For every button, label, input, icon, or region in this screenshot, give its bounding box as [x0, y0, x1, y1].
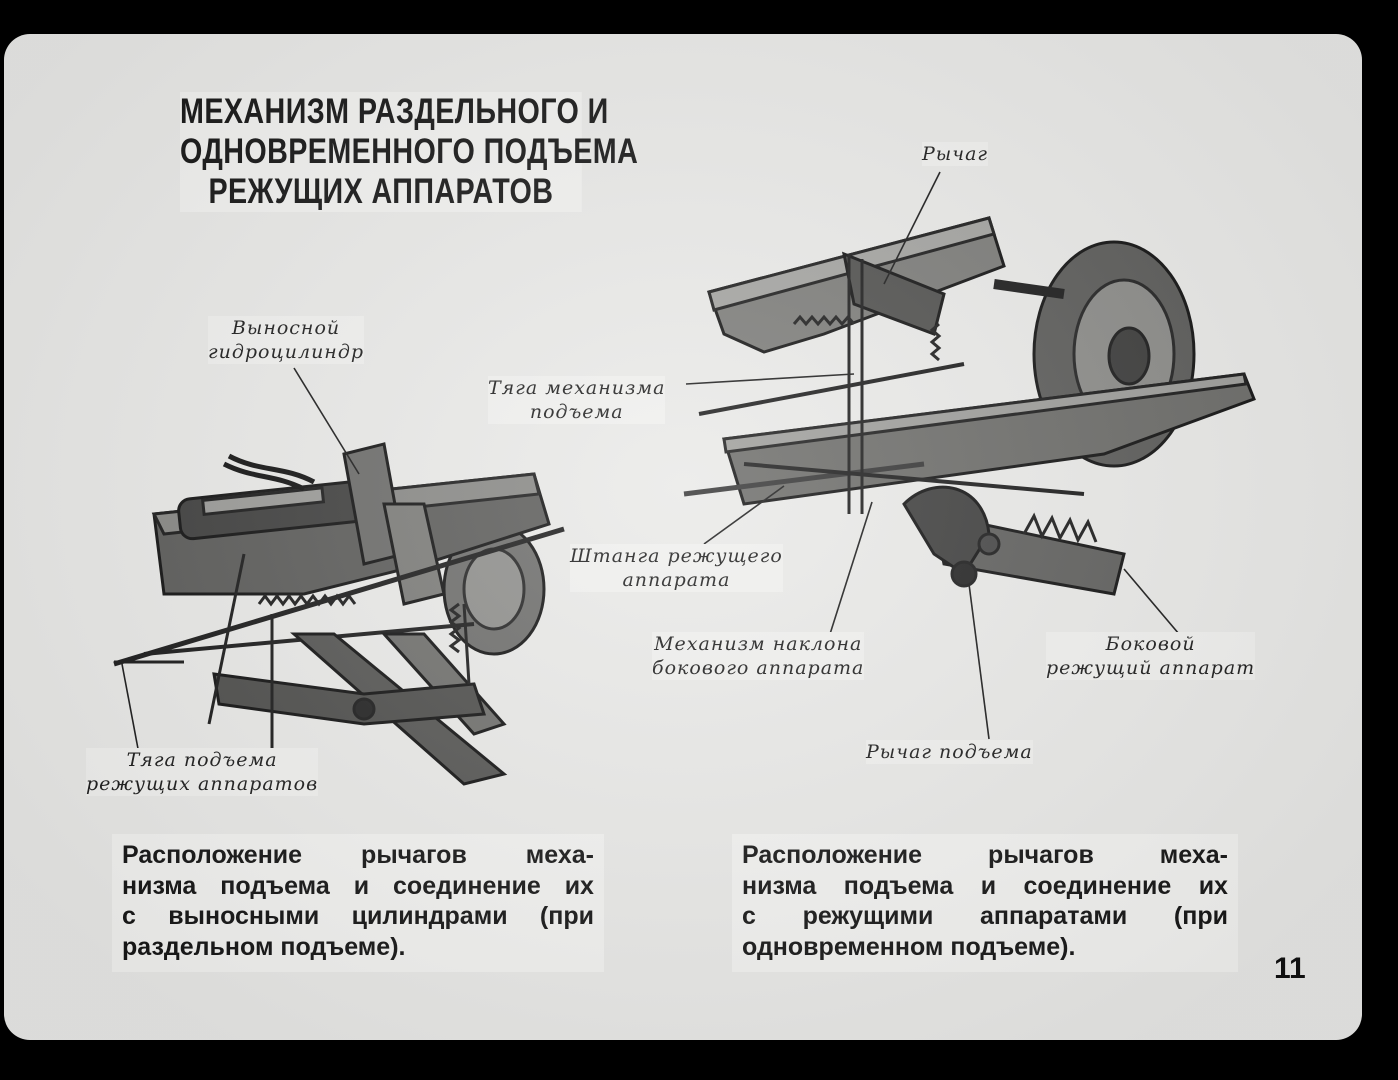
label-lift-lever: Рычаг подъема: [866, 740, 1033, 764]
label-tilt-mechanism: Механизм наклона бокового аппарата: [652, 632, 865, 680]
title-line-2: ОДНОВРЕМЕННОГО ПОДЪЕМА: [180, 132, 639, 171]
label-side-cutter-line-2: режущий аппарат: [1046, 657, 1256, 679]
label-cutter-bar-rod-line-1: Штанга режущего: [570, 545, 783, 567]
caption-word: аппаратами: [980, 902, 1128, 930]
label-lift-rod-line-2: режущих аппаратов: [86, 773, 319, 795]
caption-word: одновременном подъеме).: [742, 932, 1076, 961]
caption-word: меха-: [1159, 841, 1228, 869]
caption-word: (при: [1173, 902, 1228, 930]
caption-word: Расположение: [742, 841, 923, 869]
label-side-cutter: Боковой режущий аппарат: [1046, 632, 1256, 680]
caption-word: их: [564, 871, 594, 900]
caption-left: Расположение рычагов меха- низма подъема…: [112, 834, 604, 972]
label-cutter-bar-rod: Штанга режущего аппарата: [570, 544, 783, 592]
caption-word: подъема: [843, 871, 954, 900]
caption-right-line-3: с режущими аппаратами (при: [742, 901, 1228, 932]
caption-word: и: [980, 871, 997, 900]
title-line-3: РЕЖУЩИХ АППАРАТОВ: [208, 172, 554, 211]
caption-right-line-1: Расположение рычагов меха-: [742, 840, 1228, 871]
caption-word: низма: [742, 871, 817, 900]
label-lift-mechanism-rod-line-2: подъема: [529, 401, 624, 423]
caption-word: с: [742, 902, 756, 930]
label-cutter-bar-rod-line-2: аппарата: [622, 569, 731, 591]
leader-lines: [121, 171, 1180, 755]
page-number: 11: [1274, 952, 1306, 985]
caption-word: выносными: [168, 902, 320, 930]
label-side-cutter-line-1: Боковой: [1105, 633, 1196, 655]
label-lever: Рычаг: [922, 142, 989, 166]
label-tilt-mechanism-line-2: бокового аппарата: [652, 657, 865, 679]
right-mechanism-drawing: [683, 216, 1256, 596]
caption-word: (при: [539, 902, 594, 930]
caption-word: меха-: [525, 841, 594, 869]
label-lift-mechanism-rod: Тяга механизма подъема: [488, 376, 666, 424]
caption-right: Расположение рычагов меха- низма подъема…: [732, 834, 1238, 972]
caption-word: соединение: [393, 871, 541, 900]
label-hydrocylinder-line-2: гидроцилиндр: [208, 341, 365, 363]
caption-word: цилиндрами: [351, 902, 508, 930]
label-lift-rod: Тяга подъема режущих аппаратов: [86, 748, 319, 796]
label-hydrocylinder: Выносной гидроцилиндр: [208, 316, 365, 364]
label-lift-rod-line-1: Тяга подъема: [126, 749, 278, 771]
label-tilt-mechanism-line-1: Механизм наклона: [654, 633, 863, 655]
caption-word: низма: [122, 871, 197, 900]
page-title: МЕХАНИЗМ РАЗДЕЛЬНОГО И ОДНОВРЕМЕННОГО ПО…: [180, 92, 639, 212]
caption-word: раздельном подъеме).: [122, 932, 406, 961]
caption-word: рычагов: [361, 841, 467, 869]
caption-left-line-4: раздельном подъеме).: [122, 932, 594, 963]
caption-word: с: [122, 902, 136, 930]
caption-left-line-3: с выносными цилиндрами (при: [122, 901, 594, 932]
caption-right-line-4: одновременном подъеме).: [742, 932, 1228, 963]
caption-word: Расположение: [122, 841, 303, 869]
left-mechanism-drawing: [113, 442, 565, 786]
slide: МЕХАНИЗМ РАЗДЕЛЬНОГО И ОДНОВРЕМЕННОГО ПО…: [4, 34, 1362, 1040]
caption-word: режущими: [802, 902, 934, 930]
caption-word: и: [353, 871, 370, 900]
caption-word: их: [1198, 871, 1228, 900]
caption-left-line-2: низма подъема и соединение их: [122, 871, 594, 902]
caption-right-line-2: низма подъема и соединение их: [742, 871, 1228, 902]
caption-left-line-1: Расположение рычагов меха-: [122, 840, 594, 871]
label-lift-mechanism-rod-line-1: Тяга механизма: [488, 377, 666, 399]
caption-word: рычагов: [988, 841, 1094, 869]
caption-word: соединение: [1023, 871, 1172, 900]
illustrations: [113, 171, 1256, 786]
label-hydrocylinder-line-1: Выносной: [231, 317, 341, 339]
caption-word: подъема: [220, 871, 330, 900]
title-line-1: МЕХАНИЗМ РАЗДЕЛЬНОГО И: [180, 92, 609, 131]
